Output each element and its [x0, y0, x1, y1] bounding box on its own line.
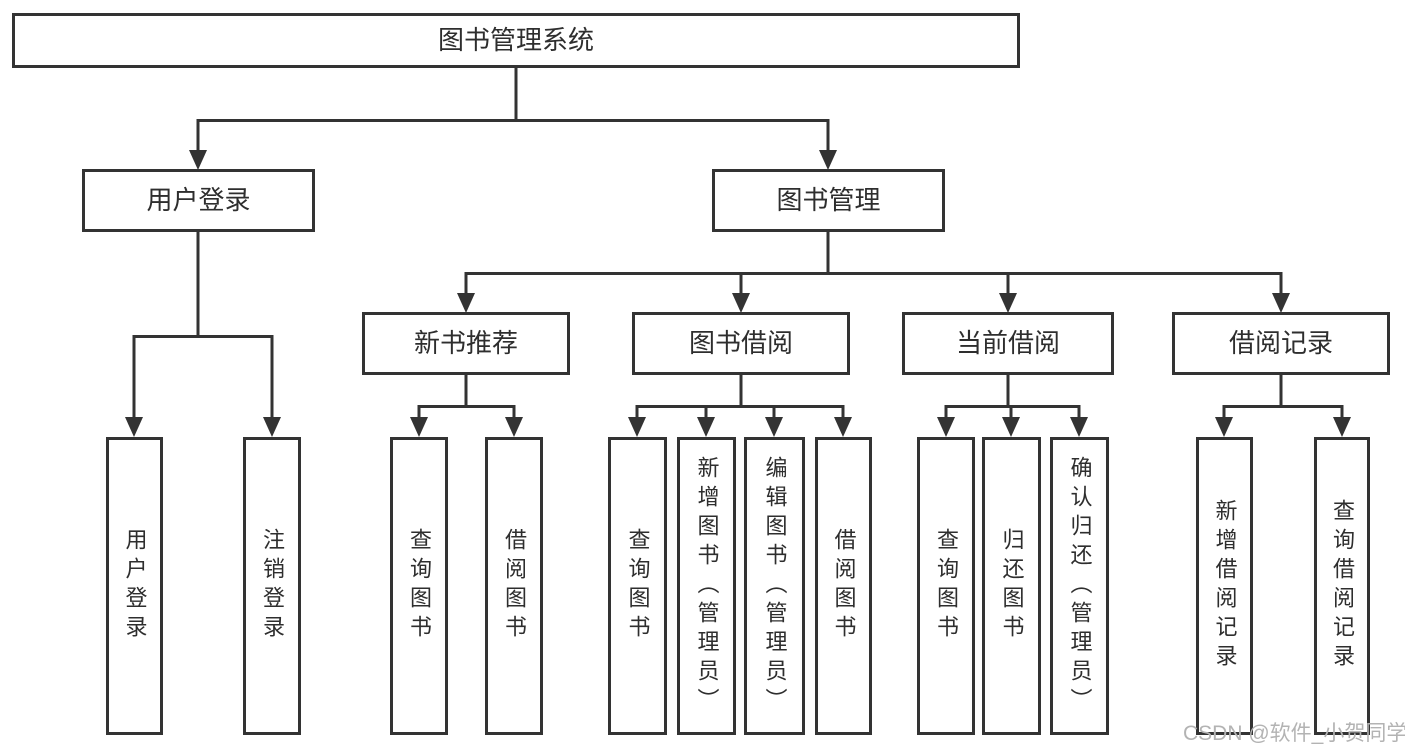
node-user-login: 用户登录 [82, 169, 315, 232]
arrow-down-icon [457, 293, 475, 313]
arrow-down-icon [410, 417, 428, 437]
arrow-down-icon [765, 417, 783, 437]
arrow-down-icon [125, 417, 143, 437]
arrow-down-icon [628, 417, 646, 437]
arrow-down-icon [697, 417, 715, 437]
arrow-down-icon [505, 417, 523, 437]
arrow-down-icon [819, 150, 837, 170]
node-book-management: 图书管理 [712, 169, 945, 232]
node-library-system: 图书管理系统 [12, 13, 1020, 68]
leaf-borrow-books-2: 借阅图书 [815, 437, 872, 735]
leaf-borrow-books-1: 借阅图书 [485, 437, 543, 735]
leaf-user-login: 用户登录 [106, 437, 163, 735]
arrow-down-icon [834, 417, 852, 437]
leaf-query-borrow-record: 查询借阅记录 [1314, 437, 1370, 735]
arrow-down-icon [263, 417, 281, 437]
leaf-add-borrow-record: 新增借阅记录 [1196, 437, 1253, 735]
arrow-down-icon [1272, 293, 1290, 313]
arrow-down-icon [937, 417, 955, 437]
arrow-down-icon [999, 293, 1017, 313]
arrow-down-icon [732, 293, 750, 313]
csdn-watermark: CSDN @软件_小贺同学 [1183, 722, 1405, 745]
node-new-book-recommend: 新书推荐 [362, 312, 570, 375]
node-borrow-records: 借阅记录 [1172, 312, 1390, 375]
leaf-confirm-return-admin: 确认归还（管理员） [1050, 437, 1109, 735]
leaf-logout: 注销登录 [243, 437, 301, 735]
node-current-borrow: 当前借阅 [902, 312, 1114, 375]
leaf-edit-book-admin: 编辑图书（管理员） [744, 437, 805, 735]
arrow-down-icon [1002, 417, 1020, 437]
leaf-query-books-1: 查询图书 [390, 437, 448, 735]
leaf-add-book-admin: 新增图书（管理员） [677, 437, 736, 735]
arrow-down-icon [1215, 417, 1233, 437]
leaf-return-book: 归还图书 [982, 437, 1041, 735]
arrow-down-icon [189, 150, 207, 170]
node-book-borrow: 图书借阅 [632, 312, 850, 375]
leaf-query-books-2: 查询图书 [608, 437, 667, 735]
arrow-down-icon [1333, 417, 1351, 437]
leaf-query-books-3: 查询图书 [917, 437, 975, 735]
arrow-down-icon [1070, 417, 1088, 437]
